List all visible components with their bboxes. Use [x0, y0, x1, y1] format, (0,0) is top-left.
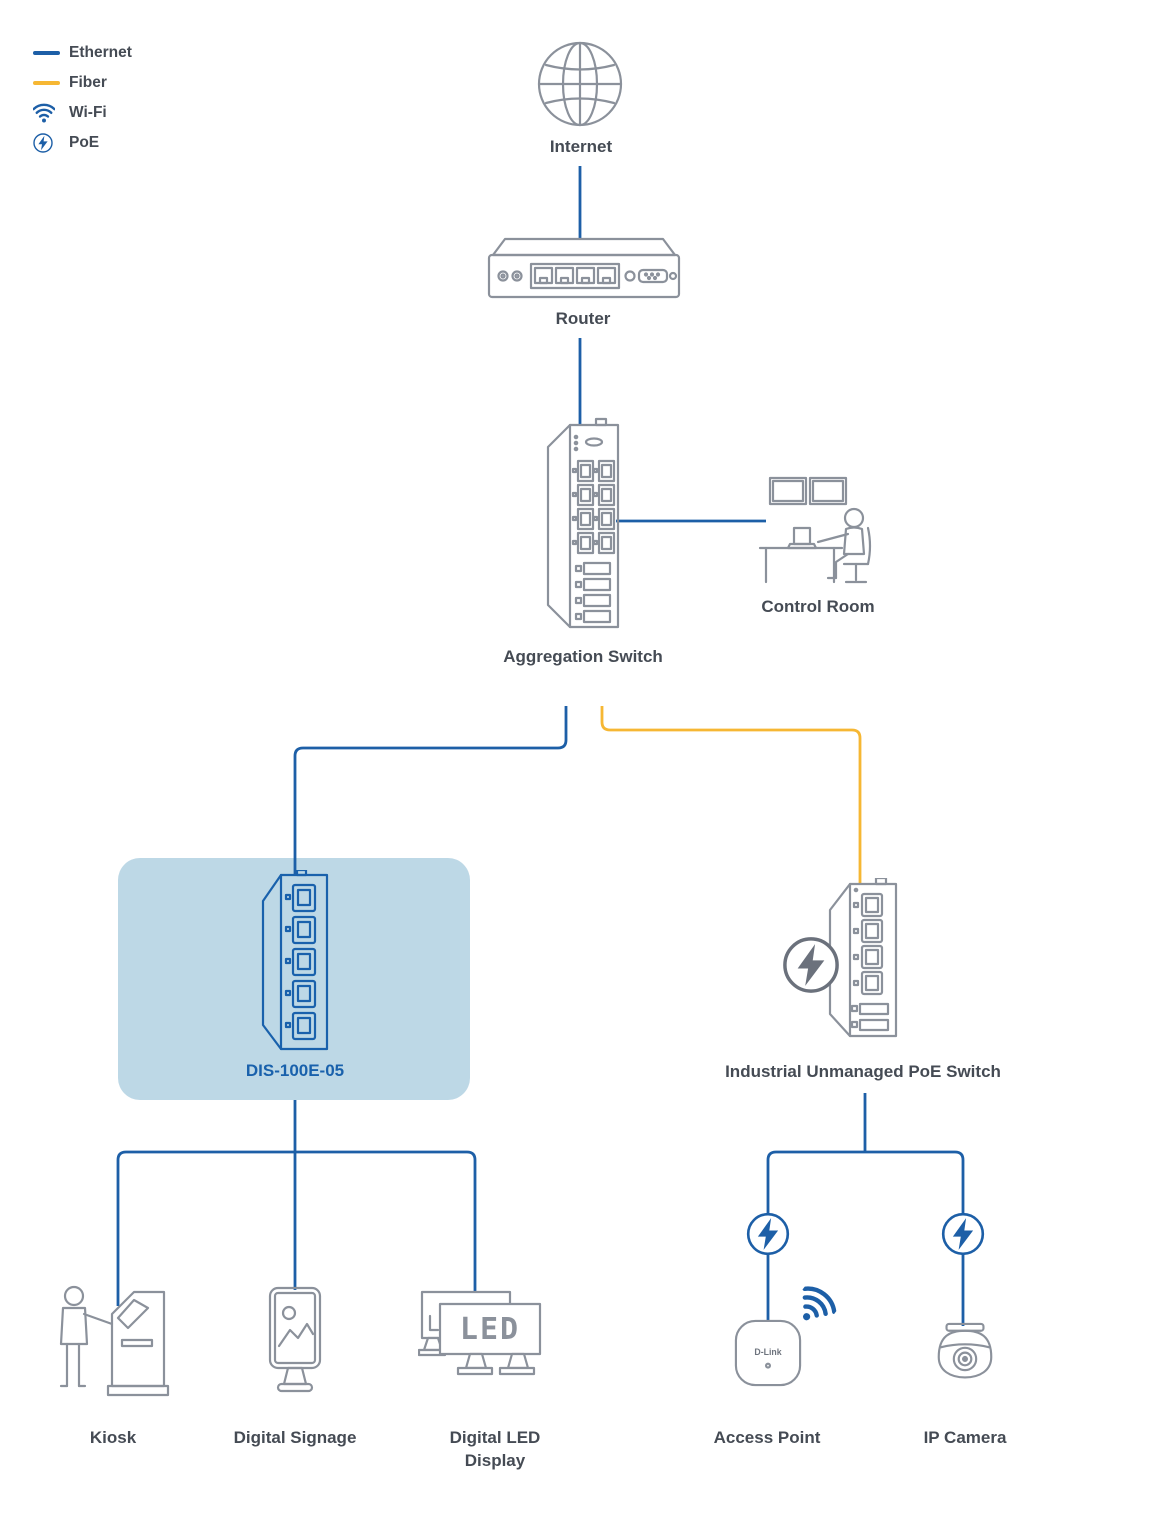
- control-room-icon: [756, 476, 880, 588]
- link-aggregation-poeswitch-fiber: [600, 706, 862, 884]
- legend-item-fiber: Fiber: [33, 72, 132, 94]
- kiosk-label: Kiosk: [89, 1428, 137, 1447]
- internet-globe-icon: [536, 38, 624, 130]
- digital-led-display-label: Digital LED Display: [449, 1428, 541, 1470]
- led-screen-text: LED: [460, 1312, 520, 1347]
- ethernet-line-swatch: [33, 51, 60, 55]
- ip-camera-icon: [930, 1322, 1000, 1392]
- wifi-icon: [33, 102, 60, 124]
- dis-100e-05-icon: [253, 868, 339, 1054]
- wifi-icon: [787, 1278, 843, 1334]
- link-poeswitch-branch: [766, 1150, 965, 1326]
- industrial-poe-switch-label: Industrial Unmanaged PoE Switch: [725, 1062, 1001, 1081]
- control-room-label: Control Room: [761, 597, 875, 616]
- poe-icon: [33, 133, 60, 153]
- router-label: Router: [555, 309, 611, 328]
- legend-label-poe: PoE: [69, 134, 100, 151]
- internet-label: Internet: [549, 137, 613, 156]
- legend-item-poe: PoE: [33, 132, 132, 154]
- link-dis-branch: [116, 1150, 477, 1306]
- access-point-label: Access Point: [713, 1428, 821, 1447]
- poe-icon: [782, 936, 840, 994]
- legend-label-wifi: Wi-Fi: [69, 104, 107, 121]
- poe-icon: [746, 1212, 790, 1256]
- digital-signage-icon: [262, 1286, 328, 1400]
- legend-item-ethernet: Ethernet: [33, 42, 132, 64]
- fiber-line-swatch: [33, 81, 60, 85]
- legend-label-fiber: Fiber: [69, 74, 107, 91]
- industrial-poe-switch-icon: [820, 876, 908, 1042]
- ip-camera-label: IP Camera: [923, 1428, 1007, 1447]
- digital-signage-label: Digital Signage: [233, 1428, 357, 1447]
- legend: Ethernet Fiber Wi-Fi: [33, 42, 132, 162]
- router-icon: [487, 233, 681, 301]
- aggregation-switch-label: Aggregation Switch: [503, 647, 663, 666]
- dlink-logo-text: D-Link: [754, 1347, 781, 1357]
- poe-icon: [941, 1212, 985, 1256]
- legend-item-wifi: Wi-Fi: [33, 102, 132, 124]
- link-aggregation-dis: [293, 706, 568, 876]
- access-point-icon: D-Link: [733, 1318, 803, 1388]
- digital-led-display-icon: LED: [417, 1290, 544, 1396]
- dis-100e-05-label: DIS-100E-05: [245, 1061, 345, 1080]
- aggregation-switch-icon: [538, 417, 630, 635]
- legend-label-ethernet: Ethernet: [69, 44, 132, 61]
- kiosk-icon: [50, 1280, 174, 1402]
